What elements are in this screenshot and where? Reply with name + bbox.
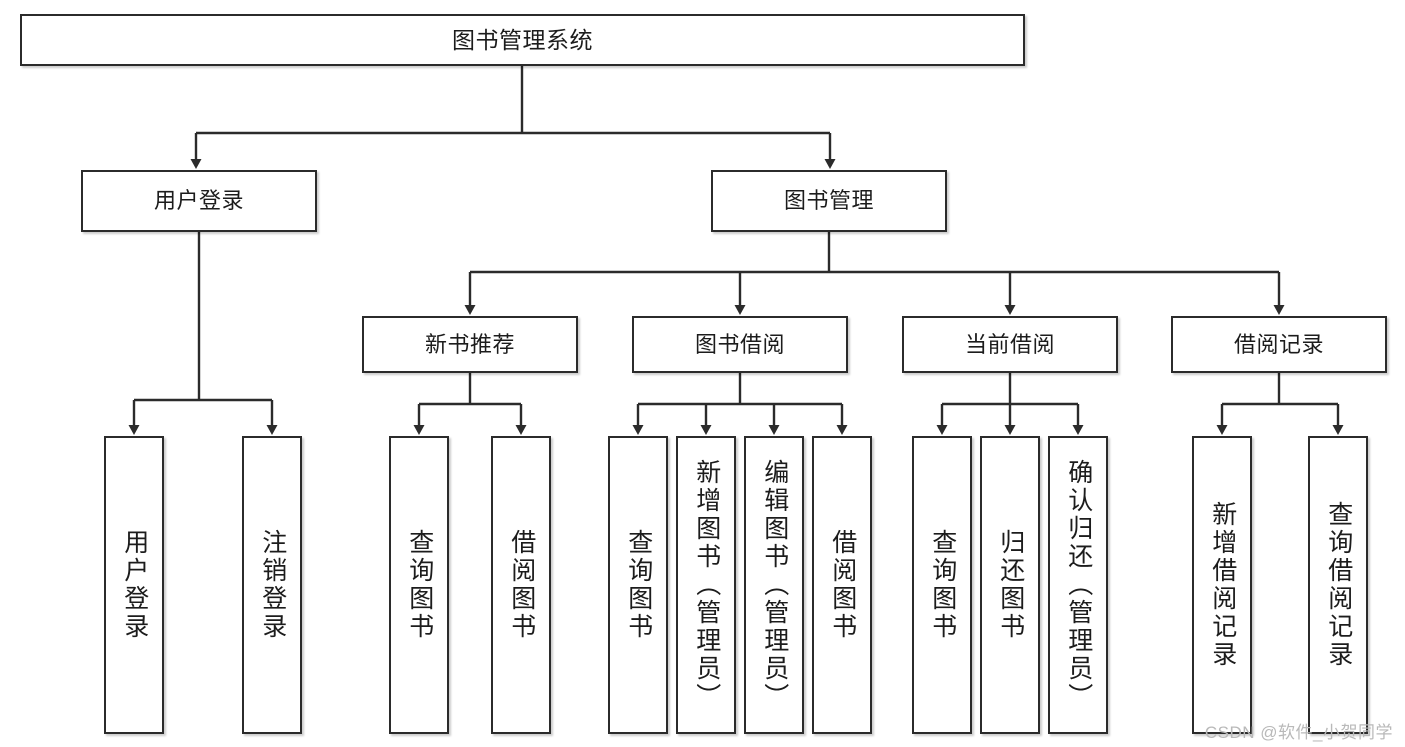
leaf-borrow-book[interactable]: 借阅图书 <box>812 436 872 734</box>
leaf-edit-book-admin[interactable]: 编辑图书（管理员） <box>744 436 804 734</box>
node-current-borrow-label: 当前借阅 <box>964 331 1055 357</box>
node-user-login[interactable]: 用户登录 <box>81 170 317 232</box>
leaf-return-book[interactable]: 归还图书 <box>980 436 1040 734</box>
leaf-add-book-admin-label: 新增图书（管理员） <box>692 459 721 711</box>
node-book-management[interactable]: 图书管理 <box>711 170 947 232</box>
watermark: CSDN @软件_小贺同学 <box>1204 723 1393 742</box>
leaf-confirm-return-admin[interactable]: 确认归还（管理员） <box>1048 436 1108 734</box>
leaf-borrow-book-new-label: 借阅图书 <box>507 529 536 641</box>
node-root[interactable]: 图书管理系统 <box>20 14 1025 66</box>
leaf-return-book-label: 归还图书 <box>996 529 1025 641</box>
node-book-management-label: 图书管理 <box>783 188 874 214</box>
leaf-add-borrow-record[interactable]: 新增借阅记录 <box>1192 436 1252 734</box>
leaf-edit-book-admin-label: 编辑图书（管理员） <box>760 459 789 711</box>
node-new-book-recommend-label: 新书推荐 <box>424 331 515 357</box>
leaf-user-login[interactable]: 用户登录 <box>104 436 164 734</box>
leaf-logout[interactable]: 注销登录 <box>242 436 302 734</box>
node-borrow-records[interactable]: 借阅记录 <box>1171 316 1387 373</box>
leaf-query-borrow-record-label: 查询借阅记录 <box>1324 501 1353 669</box>
leaf-query-book-new[interactable]: 查询图书 <box>389 436 449 734</box>
leaf-add-borrow-record-label: 新增借阅记录 <box>1208 501 1237 669</box>
node-borrow-records-label: 借阅记录 <box>1233 331 1324 357</box>
node-root-label: 图书管理系统 <box>452 26 593 53</box>
leaf-query-borrow-record[interactable]: 查询借阅记录 <box>1308 436 1368 734</box>
leaf-logout-label: 注销登录 <box>258 529 287 641</box>
leaf-add-book-admin[interactable]: 新增图书（管理员） <box>676 436 736 734</box>
leaf-user-login-label: 用户登录 <box>120 529 149 641</box>
node-book-borrow-label: 图书借阅 <box>694 331 785 357</box>
leaf-query-book-current-label: 查询图书 <box>928 529 957 641</box>
leaf-borrow-book-label: 借阅图书 <box>828 529 857 641</box>
node-new-book-recommend[interactable]: 新书推荐 <box>362 316 578 373</box>
leaf-query-book-borrow[interactable]: 查询图书 <box>608 436 668 734</box>
leaf-query-book-current[interactable]: 查询图书 <box>912 436 972 734</box>
node-user-login-label: 用户登录 <box>153 188 244 214</box>
leaf-query-book-borrow-label: 查询图书 <box>624 529 653 641</box>
node-book-borrow[interactable]: 图书借阅 <box>632 316 848 373</box>
leaf-borrow-book-new[interactable]: 借阅图书 <box>491 436 551 734</box>
leaf-confirm-return-admin-label: 确认归还（管理员） <box>1064 459 1093 711</box>
leaf-query-book-new-label: 查询图书 <box>405 529 434 641</box>
node-current-borrow[interactable]: 当前借阅 <box>902 316 1118 373</box>
